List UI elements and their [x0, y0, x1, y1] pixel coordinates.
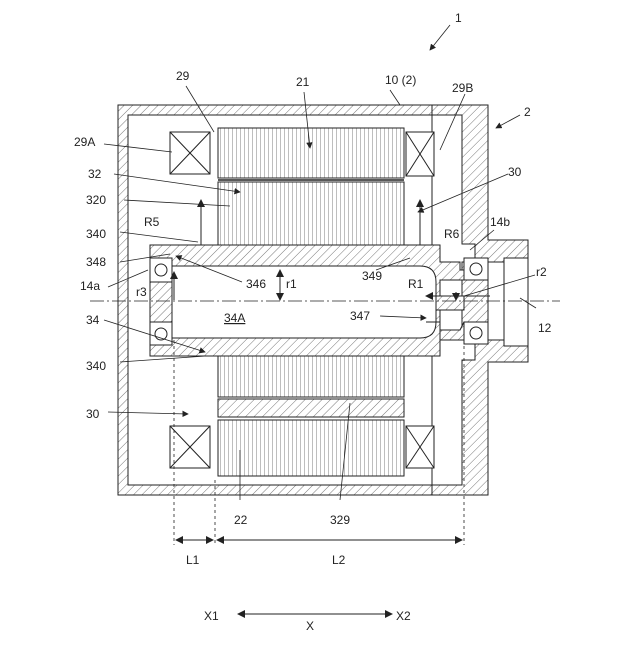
- label-axis-x1: X1: [204, 609, 219, 623]
- label-340-top: 340: [86, 227, 106, 241]
- stator-core-top: [218, 128, 404, 248]
- label-core-bottom: 22: [234, 513, 248, 527]
- label-frame: 10 (2): [385, 73, 416, 87]
- label-shaft-end: 12: [538, 321, 552, 335]
- label-rotor-core: 32: [88, 167, 102, 181]
- label-r3: r3: [136, 285, 147, 299]
- label-r5: R5: [144, 215, 160, 229]
- label-magnet: 329: [330, 513, 350, 527]
- label-r1-big: R1: [408, 277, 424, 291]
- label-coil-end-left: 29A: [74, 135, 95, 149]
- label-348: 348: [86, 255, 106, 269]
- label-rotor-shaft-core: 320: [86, 193, 106, 207]
- label-346: 346: [246, 277, 266, 291]
- label-housing: 2: [524, 105, 531, 119]
- label-flow-top: 30: [508, 165, 522, 179]
- right-end-cover: [504, 258, 528, 346]
- label-l2: L2: [332, 553, 346, 567]
- label-347: 347: [350, 309, 370, 323]
- label-r6: R6: [444, 227, 460, 241]
- label-r2: r2: [536, 265, 547, 279]
- label-bearing-right: 14b: [490, 215, 510, 229]
- label-bearing-left: 14a: [80, 279, 100, 293]
- label-stator-core: 21: [296, 75, 310, 89]
- label-fig-ref: 1: [455, 11, 462, 25]
- label-axis-x: X: [306, 619, 314, 633]
- stator-core-bottom: [218, 355, 404, 476]
- label-insulator: 29: [176, 69, 190, 83]
- label-flow-bottom: 30: [86, 407, 100, 421]
- label-shaft: 34: [86, 313, 100, 327]
- label-r1-small: r1: [286, 277, 297, 291]
- rotor-shaft: [150, 245, 464, 356]
- label-coil-end-right: 29B: [452, 81, 473, 95]
- label-axis-x2: X2: [396, 609, 411, 623]
- label-340-bottom: 340: [86, 359, 106, 373]
- label-bore: 34A: [224, 311, 245, 325]
- label-l1: L1: [186, 553, 200, 567]
- label-349: 349: [362, 269, 382, 283]
